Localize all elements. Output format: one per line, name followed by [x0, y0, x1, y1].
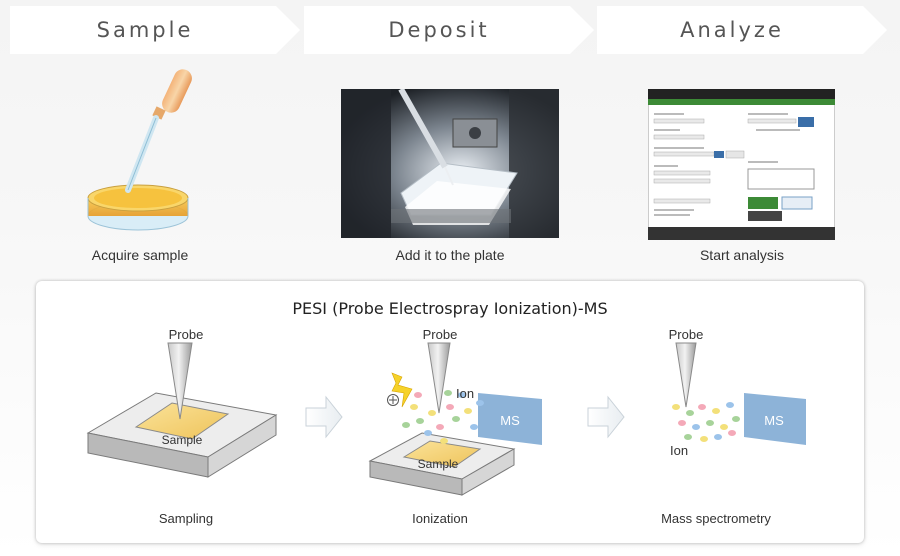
stage-ionization [368, 342, 542, 496]
caption-start-analysis: Start analysis [699, 247, 785, 263]
step-analyze: Analyze [597, 6, 887, 54]
stage-label-sampling: Sampling [158, 511, 214, 526]
pesi-ms-panel: PESI (Probe Electrospray Ionization)-MS [36, 281, 864, 543]
acquire-sample-illustration [87, 69, 192, 231]
arrow-right-icon [305, 395, 343, 439]
caption-add-to-plate: Add it to the plate [395, 247, 505, 263]
stage-label-mass-spectrometry: Mass spectrometry [661, 511, 771, 526]
stage-label-ionization: Ionization [412, 511, 468, 526]
ms-label: MS [500, 413, 520, 428]
step-analyze-label: Analyze [680, 18, 784, 42]
ion-label: Ion [456, 386, 474, 401]
ion-droplets [672, 402, 740, 442]
caption-acquire-sample: Acquire sample [91, 247, 189, 263]
lightning-icon [391, 372, 413, 408]
sample-label: Sample [418, 457, 459, 471]
stage-sampling [86, 342, 278, 478]
stage-mass-spectrometry [672, 342, 806, 445]
step-sample: Sample [10, 6, 300, 54]
petri-dish-icon [87, 184, 189, 231]
analysis-software-screenshot [648, 89, 835, 240]
sample-label: Sample [162, 433, 203, 447]
probe-label: Probe [169, 327, 204, 342]
step-deposit-label: Deposit [388, 18, 490, 42]
dropper-icon [125, 69, 192, 193]
probe-label: Probe [423, 327, 458, 342]
deposit-photo [341, 89, 559, 238]
step-deposit: Deposit [304, 6, 594, 54]
probe-label: Probe [669, 327, 704, 342]
ms-label: MS [764, 413, 784, 428]
ion-label: Ion [670, 443, 688, 458]
workflow-steps: Sample Deposit Analyze [0, 0, 900, 62]
arrow-right-icon [587, 395, 625, 439]
pesi-panel-title: PESI (Probe Electrospray Ionization)-MS [292, 299, 608, 318]
pesi-process-diagram: Probe Sample Probe Ion MS Sample Probe I… [86, 327, 806, 496]
ion-droplets [402, 390, 484, 444]
plus-charge-icon [387, 394, 399, 406]
step-sample-label: Sample [96, 18, 194, 42]
